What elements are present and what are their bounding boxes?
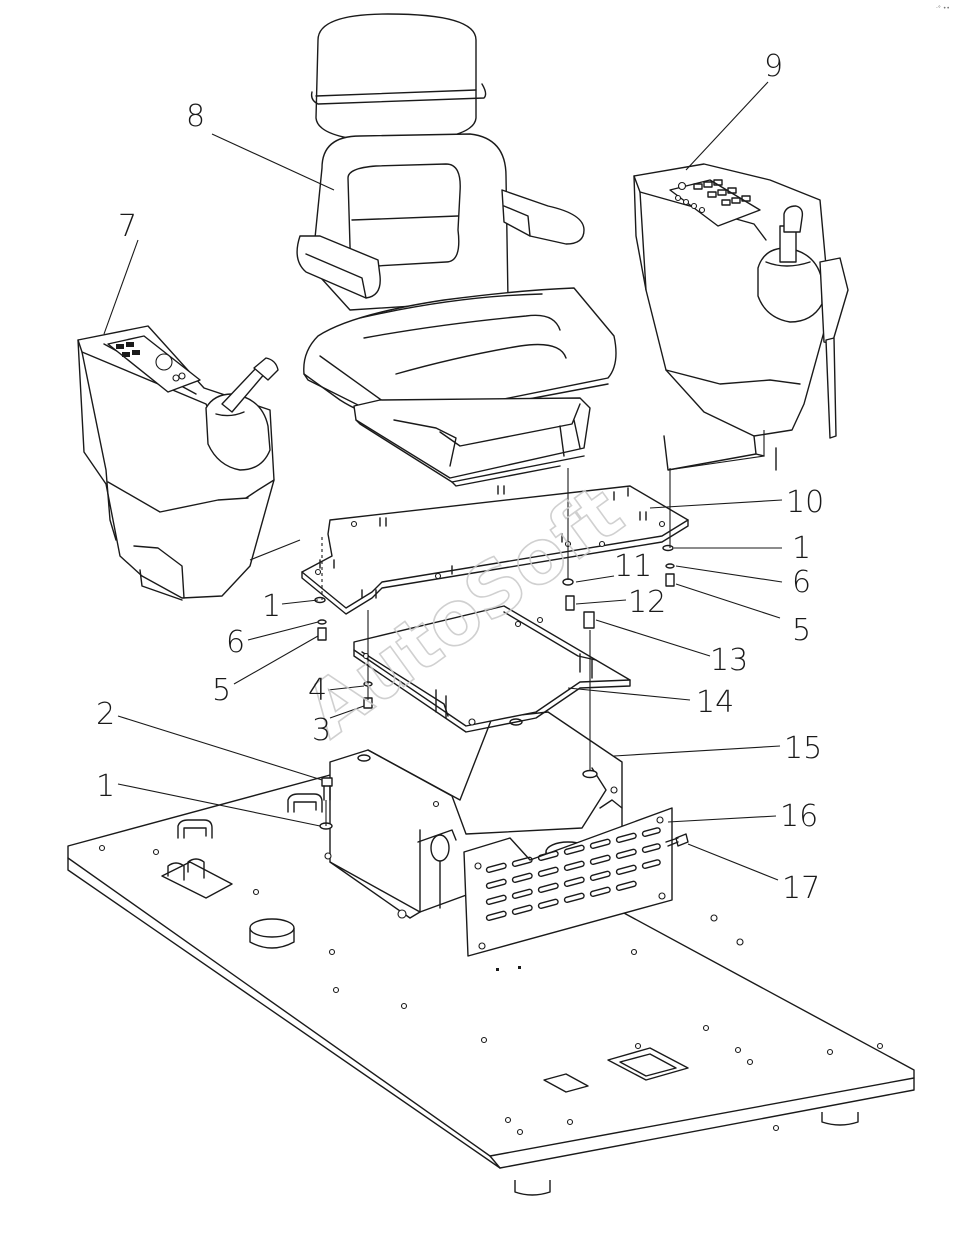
- callout-17: 17: [782, 871, 820, 906]
- callout-7: 7: [118, 209, 137, 244]
- bolt-12: [565, 595, 575, 611]
- callout-8: 8: [186, 99, 205, 134]
- slide-rail-plate: [353, 605, 631, 733]
- top-mounting-plate: [301, 485, 689, 615]
- base-plate: [67, 767, 915, 1196]
- right-panel-switches: [674, 179, 751, 214]
- callout-1-right: 1: [792, 531, 811, 566]
- callout-4: 4: [308, 673, 327, 708]
- callout-14: 14: [696, 685, 734, 720]
- callout-labels: 7 8 9 10 1 6 5 11 12 13 14 15 16 17 1 6 …: [96, 49, 824, 906]
- lockwasher-left-6: [317, 619, 327, 625]
- bolt-right-5: [665, 573, 675, 587]
- callout-3: 3: [312, 713, 331, 748]
- callout-6-left: 6: [226, 625, 245, 660]
- right-control-console: [633, 163, 849, 471]
- callout-15: 15: [784, 731, 822, 766]
- bolt-left-5: [317, 627, 327, 641]
- callout-1-left: 1: [262, 589, 281, 624]
- callout-13: 13: [710, 643, 748, 678]
- nut-3: [363, 697, 373, 709]
- bolt-2: [321, 777, 333, 787]
- bolt-17: [665, 833, 689, 847]
- vent-slots: [485, 827, 661, 921]
- callout-11: 11: [614, 549, 652, 584]
- washer-right-1: [662, 544, 674, 552]
- callout-5-left: 5: [212, 673, 231, 708]
- callout-16: 16: [780, 799, 818, 834]
- callout-1-lower: 1: [96, 769, 115, 804]
- left-control-console: [77, 325, 279, 601]
- operator-seat: [296, 13, 617, 487]
- callout-9: 9: [764, 49, 783, 84]
- corner-mark: ·° ••: [936, 5, 950, 12]
- callout-12: 12: [628, 585, 666, 620]
- vent-cover-panel: [463, 807, 673, 957]
- leader-lines: [103, 81, 783, 881]
- callout-6-right: 6: [792, 565, 811, 600]
- alignment-lines: [249, 430, 765, 826]
- callout-2: 2: [96, 697, 115, 732]
- screw-13: [583, 611, 595, 629]
- lockwasher-right-6: [665, 563, 675, 569]
- callout-5-right: 5: [792, 613, 811, 648]
- plate-studs: [319, 485, 647, 599]
- callout-10: 10: [786, 485, 824, 520]
